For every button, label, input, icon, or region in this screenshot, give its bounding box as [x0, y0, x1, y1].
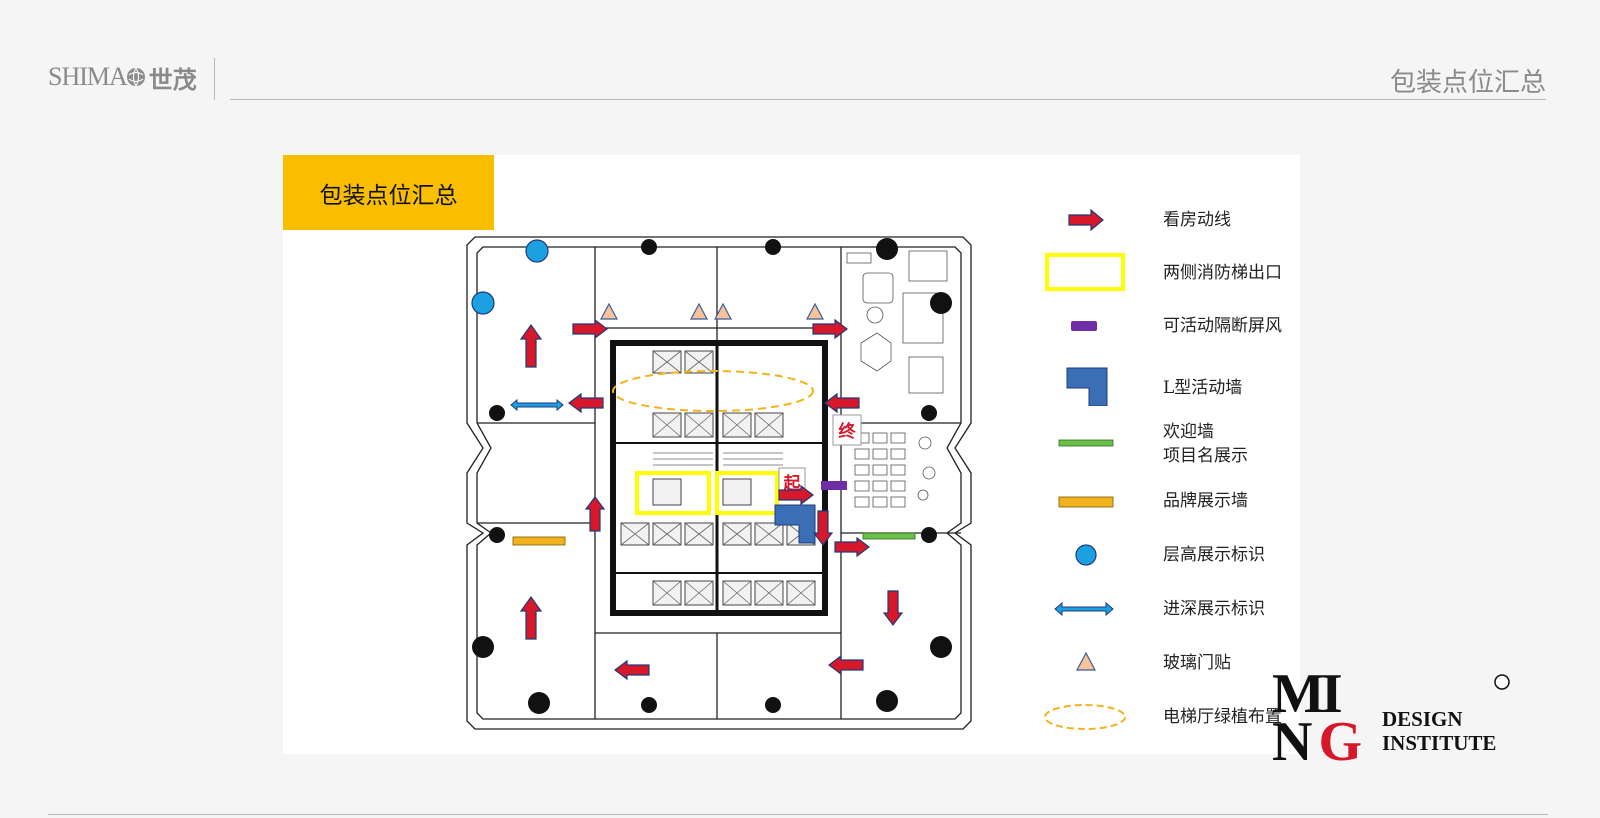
- floor-plan: 起 终: [466, 236, 972, 730]
- legend-item-fire-exit: 两侧消防梯出口: [1043, 253, 1303, 293]
- brand-wall-bar: [512, 536, 566, 546]
- legend-item-brand-wall: 品牌展示墙: [1043, 481, 1303, 521]
- movable-partition-screen: [821, 481, 847, 490]
- route-end-marker: 终: [832, 414, 862, 446]
- svg-text:INSTITUTE: INSTITUTE: [1382, 731, 1496, 755]
- lobby-greenery-ellipse: [612, 370, 814, 412]
- legend-item-glass-door: 玻璃门贴: [1043, 643, 1303, 683]
- orange-bar-icon: [1058, 496, 1114, 508]
- double-arrow-icon: [1054, 601, 1114, 617]
- legend-item-welcome-wall: 欢迎墙 项目名展示: [1043, 420, 1303, 468]
- green-bar-icon: [1058, 439, 1114, 447]
- legend-item-depth-marker: 进深展示标识: [1043, 589, 1303, 629]
- svg-text:终: 终: [839, 421, 857, 442]
- legend-item-greenery: 电梯厅绿植布置: [1043, 697, 1303, 737]
- globe-icon: [126, 67, 145, 87]
- dashed-ellipse-icon: [1044, 704, 1126, 730]
- blue-l-shape-icon: [1066, 367, 1108, 406]
- structure-columns: [472, 238, 952, 714]
- red-arrow-icon: [1068, 208, 1104, 232]
- office-furniture: [846, 250, 948, 508]
- yellow-rectangle-icon: [1045, 253, 1125, 291]
- panel-title-tag: 包装点位汇总: [283, 155, 494, 230]
- svg-text:MI: MI: [1272, 663, 1341, 725]
- shimao-logo: SHIMA 世茂: [48, 62, 197, 94]
- fire-exit-rectangles: [635, 471, 779, 515]
- logo-cn-text: 世茂: [148, 64, 197, 94]
- glass-door-stickers: [600, 303, 824, 320]
- legend-item-partition: 可活动隔断屏风: [1043, 306, 1303, 346]
- svg-text:N G: N G: [1272, 711, 1361, 762]
- legend-item-l-wall: L型活动墙: [1043, 362, 1303, 406]
- header-divider: [214, 58, 215, 100]
- legend-item-route: 看房动线: [1043, 200, 1303, 240]
- svg-text:DESIGN: DESIGN: [1382, 707, 1463, 731]
- ming-design-institute-logo: MI N G DESIGN INSTITUTE: [1272, 663, 1510, 762]
- legend-item-height-marker: 层高展示标识: [1043, 535, 1303, 575]
- l-shaped-wall: [774, 504, 816, 544]
- purple-bar-icon: [1071, 321, 1097, 331]
- svg-text:起: 起: [783, 473, 802, 494]
- depth-markers: [510, 399, 564, 411]
- logo-latin-text: SHIMA: [48, 62, 128, 91]
- viewing-route-arrows: [520, 319, 903, 680]
- footer-rule: [48, 814, 1548, 815]
- floor-height-markers: [471, 239, 549, 315]
- triangle-icon: [1076, 651, 1096, 671]
- blue-circle-icon: [1075, 544, 1097, 566]
- header-rule: [230, 99, 1546, 100]
- content-panel: 包装点位汇总: [283, 155, 1300, 754]
- page-title: 包装点位汇总: [1389, 68, 1546, 98]
- welcome-wall-bar: [862, 532, 916, 540]
